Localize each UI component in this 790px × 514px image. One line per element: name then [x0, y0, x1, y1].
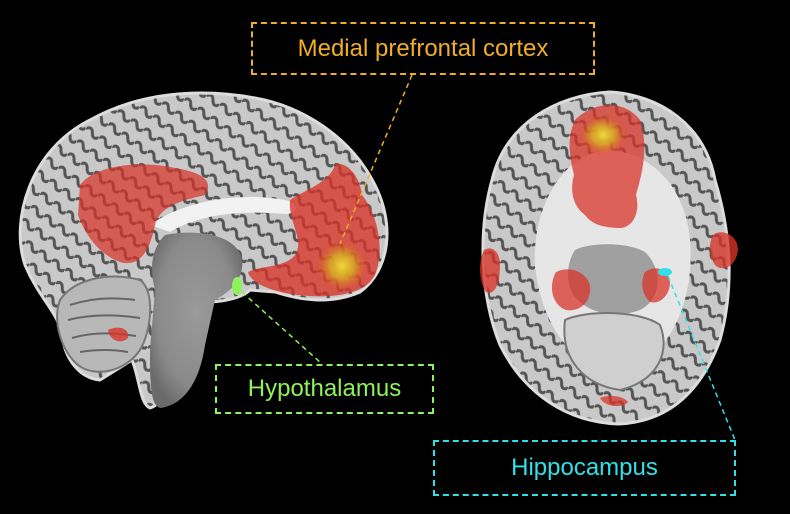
activation-axial-left-temporal: [480, 248, 500, 293]
activation-posterior: [78, 164, 209, 264]
corpus-callosum: [150, 197, 297, 232]
hypothalamus-label: Hypothalamus: [215, 364, 434, 414]
axial-brain: [480, 90, 738, 426]
activation-axial-left-hippo: [551, 269, 591, 311]
sagittal-brain: [18, 91, 389, 410]
hippocampus-marker: [658, 268, 672, 276]
hippocampus-leader-line: [667, 275, 736, 441]
mpfc-leader-line: [339, 74, 413, 245]
axial-peak: [577, 113, 629, 157]
mpfc-label: Medial prefrontal cortex: [251, 22, 595, 75]
activation-axial-occipital: [600, 395, 628, 407]
cerebellum: [56, 275, 152, 373]
axial-cerebellum: [563, 312, 665, 392]
hypothalamus-leader-line: [241, 291, 323, 365]
activation-cerebellum: [108, 327, 129, 342]
brainstem: [150, 232, 243, 408]
mpfc-peak: [314, 238, 370, 294]
axial-midbrain: [568, 244, 658, 315]
hippocampus-label: Hippocampus: [433, 440, 736, 496]
activation-axial-right-hippo: [642, 268, 670, 303]
activation-axial-right-temporal: [709, 232, 738, 269]
hypothalamus-marker: [232, 277, 242, 295]
